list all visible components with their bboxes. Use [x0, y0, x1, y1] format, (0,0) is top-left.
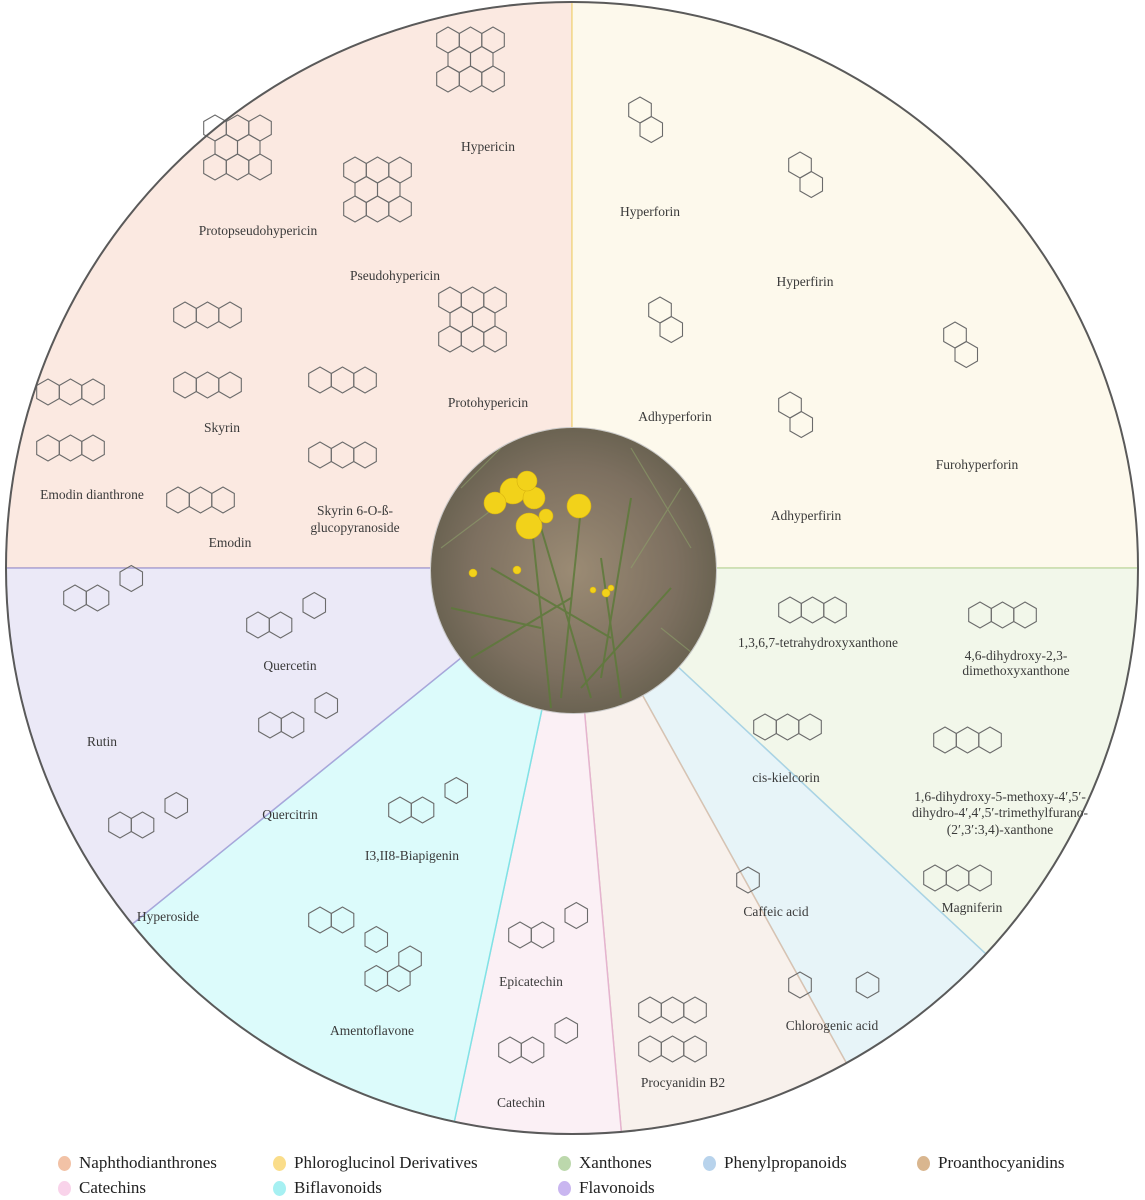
adhyperfirin-structure	[778, 391, 814, 439]
legend-item-phenylpropanoids: Phenylpropanoids	[703, 1153, 847, 1173]
skyrin-upper-structure	[173, 301, 242, 329]
compound-wheel	[5, 1, 1139, 1135]
hyperfirin-structure	[788, 151, 824, 199]
compound-label: glucopyranoside	[310, 520, 400, 535]
legend-swatch-icon	[917, 1155, 930, 1171]
pseudohypericin-structure	[343, 156, 412, 223]
compound-label: Caffeic acid	[743, 904, 809, 919]
compound-label: Chlorogenic acid	[785, 1018, 879, 1033]
quercitrin-structure	[258, 691, 339, 739]
structure-group	[36, 26, 1037, 1064]
compound-label: Hyperforin	[620, 204, 680, 219]
compound-label: Emodin	[208, 535, 252, 550]
compound-label: dimethoxyxanthone	[962, 663, 1070, 678]
compound-label: cis-kielcorin	[752, 770, 820, 785]
caffeic-acid-structure	[736, 866, 760, 894]
plant-photo-illustration	[431, 428, 716, 713]
adhyperforin-structure	[648, 296, 684, 344]
legend-swatch-icon	[58, 1180, 71, 1196]
compound-label: Quercetin	[263, 658, 317, 673]
protopseudohypericin-structure	[203, 114, 272, 181]
compound-label: dihydro-4′,4′,5′-trimethylfurano-	[911, 805, 1089, 820]
compound-label: 4,6-dihydroxy-2,3-	[964, 648, 1068, 663]
compound-label: Rutin	[86, 734, 118, 749]
legend-item-xanthones: Xanthones	[558, 1153, 652, 1173]
dimethoxyxanthone-structure	[968, 601, 1037, 629]
legend-swatch-icon	[273, 1180, 286, 1196]
compound-label: Quercitrin	[262, 807, 318, 822]
biapigenin-structure	[388, 776, 469, 824]
compound-label: I3,II8-Biapigenin	[364, 848, 460, 863]
compound-label: Epicatechin	[499, 974, 563, 989]
hypericin-structure	[436, 26, 505, 93]
legend-label: Xanthones	[579, 1153, 652, 1172]
compound-label: Amentoflavone	[330, 1023, 414, 1038]
compound-label: Emodin dianthrone	[40, 487, 144, 502]
furohyperforin-structure	[943, 321, 979, 369]
compound-label: Adhyperfirin	[770, 508, 842, 523]
chlorogenic-acid-structure	[788, 971, 880, 999]
compound-label: Catechin	[497, 1095, 545, 1110]
legend-swatch-icon	[273, 1155, 286, 1171]
hyperoside-structure	[108, 791, 189, 839]
procyanidin-b2-structure	[638, 996, 707, 1063]
compound-label: Protopseudohypericin	[198, 223, 318, 238]
magniferin-structure	[923, 864, 992, 892]
legend-item-catechins: Catechins	[58, 1178, 146, 1198]
catechin-structure	[498, 1016, 579, 1064]
rutin-structure	[63, 564, 144, 612]
compound-label: Hypericin	[461, 139, 515, 154]
amentoflavone-structure	[308, 906, 422, 993]
emodin-structure	[166, 486, 235, 514]
legend-item-flavonoids: Flavonoids	[558, 1178, 655, 1198]
legend-label: Flavonoids	[579, 1178, 655, 1197]
legend-item-phloroglucinol-derivatives: Phloroglucinol Derivatives	[273, 1153, 478, 1173]
legend-swatch-icon	[703, 1155, 716, 1171]
legend: Naphthodianthrones Phloroglucinol Derivat…	[0, 1150, 1145, 1200]
hyperforin-structure	[628, 96, 664, 144]
wheel-outline	[5, 1, 1139, 1135]
compound-label: Pseudohypericin	[350, 268, 440, 283]
compound-label: Hyperfirin	[776, 274, 834, 289]
trimethylfurano-xanthone-structure	[933, 726, 1002, 754]
legend-item-proanthocyanidins: Proanthocyanidins	[917, 1153, 1065, 1173]
legend-item-naphthodianthrones: Naphthodianthrones	[58, 1153, 217, 1173]
compound-label: Skyrin	[203, 420, 241, 435]
compound-label: Procyanidin B2	[640, 1075, 726, 1090]
compound-label: Adhyperforin	[638, 409, 712, 424]
skyrin-glucoside-upper-structure	[308, 366, 377, 394]
legend-item-biflavonoids: Biflavonoids	[273, 1178, 382, 1198]
compound-label: Hyperoside	[136, 909, 200, 924]
legend-label: Naphthodianthrones	[79, 1153, 217, 1172]
legend-swatch-icon	[558, 1180, 571, 1196]
cis-kielcorin-structure	[753, 713, 822, 741]
compound-label: (2′,3′:3,4)-xanthone	[946, 822, 1054, 837]
legend-label: Phenylpropanoids	[724, 1153, 847, 1172]
compound-label: Furohyperforin	[935, 457, 1019, 472]
legend-label: Catechins	[79, 1178, 147, 1197]
compound-label: 1,3,6,7-tetrahydroxyxanthone	[737, 635, 899, 650]
compound-label: Magniferin	[941, 900, 1003, 915]
sector-group	[5, 1, 1139, 1135]
legend-swatch-icon	[558, 1155, 571, 1171]
legend-label: Proanthocyanidins	[938, 1153, 1065, 1172]
legend-swatch-icon	[58, 1155, 71, 1171]
quercetin-structure	[246, 591, 327, 639]
tetrahydroxyxanthone-structure	[778, 596, 847, 624]
hypericum-plant-photo	[430, 427, 717, 714]
epicatechin-structure	[508, 901, 589, 949]
protohypericin-structure	[438, 286, 507, 353]
emodin-dianthrone-lower-structure	[36, 434, 105, 462]
legend-label: Biflavonoids	[294, 1178, 382, 1197]
compound-label: Skyrin 6-O-ß-	[316, 503, 394, 518]
skyrin-glucoside-lower-structure	[308, 441, 377, 469]
compound-label: Protohypericin	[447, 395, 529, 410]
skyrin-lower-structure	[173, 371, 242, 399]
legend-label: Phloroglucinol Derivatives	[294, 1153, 478, 1172]
compound-label: 1,6-dihydroxy-5-methoxy-4′,5′-	[914, 789, 1086, 804]
